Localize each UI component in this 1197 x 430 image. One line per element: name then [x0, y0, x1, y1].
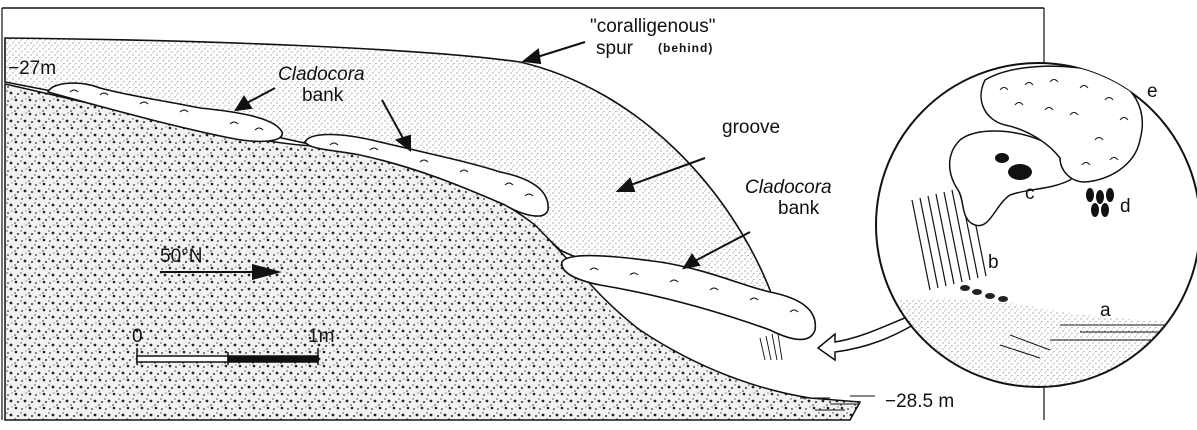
coralligenous-label: "coralligenous" [590, 16, 715, 37]
inset-label-e: e [1147, 81, 1158, 102]
direction-label: 50°N [160, 246, 202, 267]
inset-label-c: c [1025, 183, 1035, 204]
inset-hole-1 [1008, 164, 1032, 180]
inset-hole-2 [995, 153, 1009, 163]
spur-label: spur [596, 38, 634, 59]
cladocora-left-bank-label: bank [302, 85, 344, 106]
inset-detail [876, 63, 1197, 400]
behind-label: (behind) [658, 41, 713, 55]
scale-one-label: 1m [308, 326, 334, 347]
depth-top-label: −27m [8, 58, 56, 79]
depth-bottom-label: −28.5 m [885, 391, 954, 412]
groove-label: groove [722, 117, 780, 138]
inset-callout-arrow [818, 315, 918, 360]
cladocora-right-label: Cladocora [745, 177, 832, 198]
inset-label-d: d [1120, 196, 1131, 217]
cladocora-right-bank-label: bank [778, 198, 820, 219]
arrow-head-spur [524, 50, 540, 63]
cladocora-left-label: Cladocora [278, 64, 365, 85]
vertical-hatching [760, 334, 782, 360]
scale-zero-label: 0 [132, 326, 143, 347]
inset-label-b: b [988, 252, 999, 273]
inset-label-a: a [1100, 300, 1111, 321]
